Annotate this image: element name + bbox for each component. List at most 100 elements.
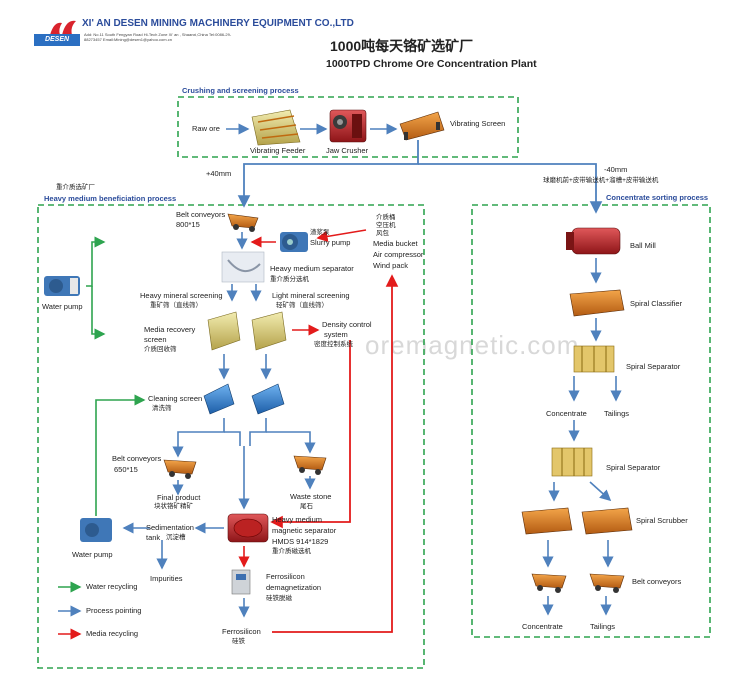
media-bucket-label-cn2: 空压机 [376,222,396,229]
cleaning-screen-label-cn: 清洗筛 [152,405,172,412]
spiral-separator-2-image [551,447,593,477]
ferrosilicon-label: Ferrosilicon [222,627,261,636]
company-name: XI' AN DESEN MINING MACHINERY EQUIPMENT … [82,18,354,29]
media-bucket-label: Media bucket [373,239,418,248]
final-product-label-cn: 块状铬矿精矿 [154,503,193,510]
spiral-scrubber-label: Spiral Scrubber [636,516,688,525]
spiral-scrubber-left-image [521,507,573,535]
legend-media-recycling: Media recycling [86,629,139,638]
minus40-label: -40mm [604,165,628,174]
belt-conveyors-concentrate-label: Belt conveyors [632,577,682,586]
water-pump-left-image [44,276,80,296]
slurry-pump-image [280,232,308,252]
magnetic-separator-image [227,513,269,543]
jaw-crusher-label: Jaw Crusher [326,146,369,155]
heavy-medium-separator-label-cn: 重介质分选机 [270,276,309,283]
spiral-separator-1-image [573,345,615,373]
belt-conveyors-mid-label: Belt conveyors [112,454,162,463]
sedimentation-tank-label-cn: 沉淀槽 [166,534,186,541]
spiral-classifier-label: Spiral Classifier [630,299,683,308]
title-chinese: 1000吨每天铬矿选矿厂 [330,38,474,54]
final-product-label: Final product [157,493,201,502]
light-mineral-screening-label: Light mineral screening [272,291,350,300]
ferrosilicon-demag-label-2: demagnetization [266,583,322,592]
hm-magnetic-separator-spec: HMDS 914*1829 [272,537,329,546]
spiral-scrubber-right-image [581,507,633,535]
concentrate-2-label: Concentrate [522,622,563,631]
concentrate-section-box [471,204,711,638]
spiral-separator-1-label: Spiral Separator [626,362,681,371]
density-control-label-cn: 密度控制系统 [314,341,353,348]
water-pump-bottom-label: Water pump [72,550,113,559]
belt-conveyors-mid-spec: 650*15 [114,465,138,474]
spiral-classifier-image [569,289,625,317]
company-logo-wordmark: DESEN [34,34,80,46]
belt-conveyor-left-image [531,573,567,593]
media-recovery-screen-label-1: Media recovery [144,325,196,334]
air-compressor-label: Air compressor [373,250,424,259]
waste-stone-label-cn: 尾石 [300,503,313,510]
crushing-section-box [177,96,519,158]
belt-conveyors-top-spec: 800*15 [176,220,200,229]
company-logo [48,17,80,45]
impurities-label: Impurities [150,574,183,583]
heavy-medium-separator-image [221,251,265,283]
tailings-2-label: Tailings [590,622,616,631]
vibrating-screen-image [399,111,445,141]
ferrosilicon-demag-image [231,569,251,595]
vibrating-feeder-label: Vibrating Feeder [250,146,306,155]
concentrate-section-title: Concentrate sorting process [606,193,709,202]
legend-process-pointing: Process pointing [86,606,142,615]
company-address: Add: No.11 South Fengyan Road Hi-Tech Zo… [84,32,232,43]
ferrosilicon-demag-label-1: Ferrosilicon [266,572,305,581]
waste-stone-conveyor-image [293,455,327,475]
legend-water-recycling: Water recycling [86,582,138,591]
plus40-label: +40mm [206,169,232,178]
tailings-1-label: Tailings [604,409,630,418]
heavy-mineral-screening-label-cn: 重矿筛（直线筛） [150,302,202,309]
water-pump-left-label: Water pump [42,302,83,311]
heavy-medium-section-box [37,204,425,669]
concentrate-1-label: Concentrate [546,409,587,418]
media-bucket-label-cn1: 介质桶 [376,214,396,221]
belt-conveyors-top-label: Belt conveyors [176,210,226,219]
media-recovery-screen-right-image [251,311,287,351]
hm-magnetic-separator-label-2: magnetic separator [272,526,337,535]
jaw-crusher-image [329,109,367,143]
heavy-medium-section-title-cn: 重介质选矿厂 [56,184,95,191]
ball-mill-image [566,227,621,255]
wind-pack-label: Wind pack [373,261,409,270]
media-recovery-screen-left-image [207,311,241,351]
heavy-medium-separator-label: Heavy medium separator [270,264,354,273]
hm-magnetic-separator-label-cn: 重介质磁选机 [272,548,311,555]
heavy-mineral-screening-label: Heavy mineral screening [140,291,223,300]
cleaning-screen-left-image [203,383,235,415]
raw-ore-label: Raw ore [192,124,220,133]
ferrosilicon-demag-label-cn: 硅铁脱磁 [266,595,292,602]
media-recovery-screen-label-2: screen [144,335,167,344]
spiral-separator-2-label: Spiral Separator [606,463,661,472]
belt-conveyor-top-image [227,213,259,232]
ball-mill-label: Ball Mill [630,241,656,250]
water-pump-bottom-image [80,518,112,542]
slurry-pump-label: Slurry pump [310,238,351,247]
cleaning-screen-label: Cleaning screen [148,394,203,403]
crushing-section-title: Crushing and screening process [182,86,299,95]
belt-conveyor-mid-image [163,459,197,479]
media-recovery-screen-label-cn: 介质回收筛 [144,346,177,353]
density-control-label-2: system [324,330,348,339]
belt-conveyor-right-image [589,573,625,593]
light-mineral-screening-label-cn: 轻矿筛（直线筛） [276,302,328,309]
media-bucket-label-cn3: 风包 [376,230,389,237]
sedimentation-tank-label-2: tank [146,533,161,542]
sedimentation-tank-label: Sedimentation [146,523,194,532]
ferrosilicon-label-cn: 硅铁 [232,638,245,645]
density-control-label: Density control [322,320,372,329]
cleaning-screen-right-image [251,383,285,415]
title-english: 1000TPD Chrome Ore Concentration Plant [326,58,537,70]
vibrating-feeder-image [251,109,301,146]
heavy-medium-section-title: Heavy medium beneficiation process [44,194,177,203]
waste-stone-label: Waste stone [290,492,332,501]
vibrating-screen-label: Vibrating Screen [450,119,506,128]
